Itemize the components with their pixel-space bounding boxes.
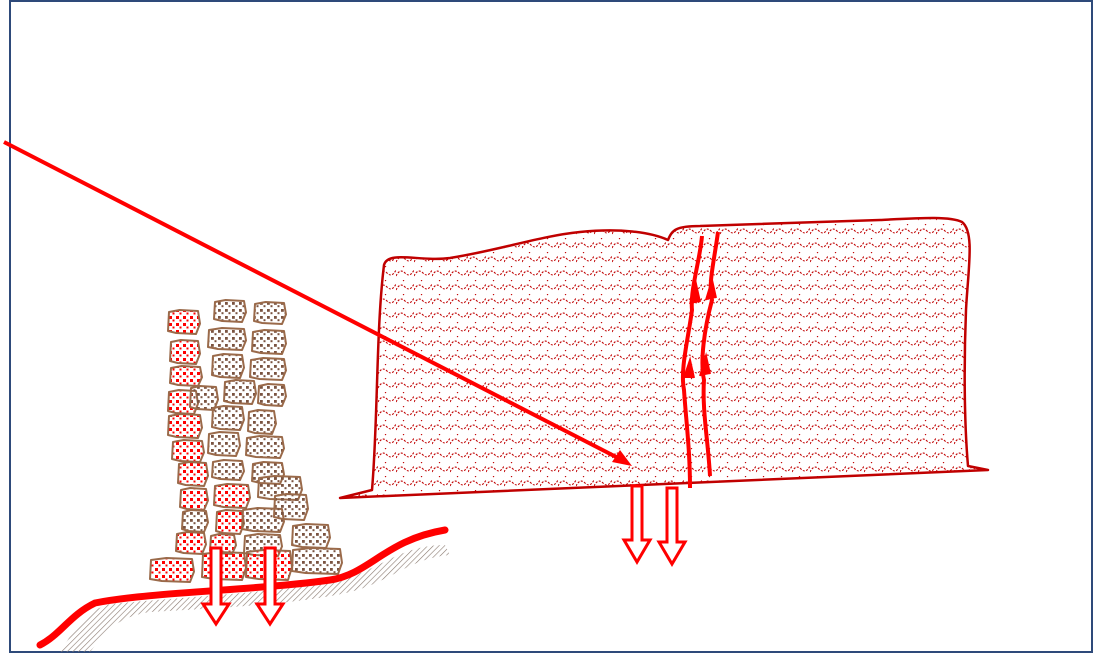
stone-brown [291, 547, 343, 575]
stone-column [149, 299, 343, 583]
stone-brown [273, 493, 309, 521]
column-down-arrow-right [254, 546, 286, 627]
block-down-arrow-left [621, 484, 653, 565]
stone-red [175, 531, 207, 555]
stone-red [215, 509, 245, 535]
column-down-arrow-left [200, 546, 232, 627]
stone-brown [181, 509, 209, 533]
stone-brown [223, 379, 257, 405]
block-down-arrow-right [656, 486, 688, 567]
stone-red [177, 461, 209, 487]
pointer-line [3, 140, 623, 462]
stone-red [201, 551, 247, 581]
stone-brown [211, 405, 245, 431]
stone-red [167, 413, 203, 439]
stone-brown [253, 301, 287, 325]
pointer-arrowhead [612, 450, 632, 466]
stone-brown [211, 459, 245, 481]
stone-brown [207, 431, 241, 457]
stone-brown [291, 523, 331, 549]
crack-lines [680, 231, 720, 489]
stone-red [171, 439, 205, 463]
cracked-concrete-block [338, 216, 990, 500]
stone-red [149, 557, 195, 583]
stone-brown [213, 299, 247, 323]
stone-brown [249, 357, 287, 381]
stone-red [213, 483, 251, 509]
stone-brown [251, 329, 287, 355]
stone-red [179, 487, 209, 511]
stone-brown [189, 385, 219, 411]
ground-hatch-band [60, 545, 450, 652]
ground-line [36, 526, 449, 649]
stone-brown [211, 353, 245, 379]
stone-red [169, 365, 203, 387]
stone-red [167, 309, 201, 335]
stone-brown [245, 435, 285, 459]
stone-red [169, 339, 201, 365]
stone-brown [207, 327, 247, 351]
stone-brown [257, 383, 287, 407]
stone-brown [247, 409, 277, 435]
